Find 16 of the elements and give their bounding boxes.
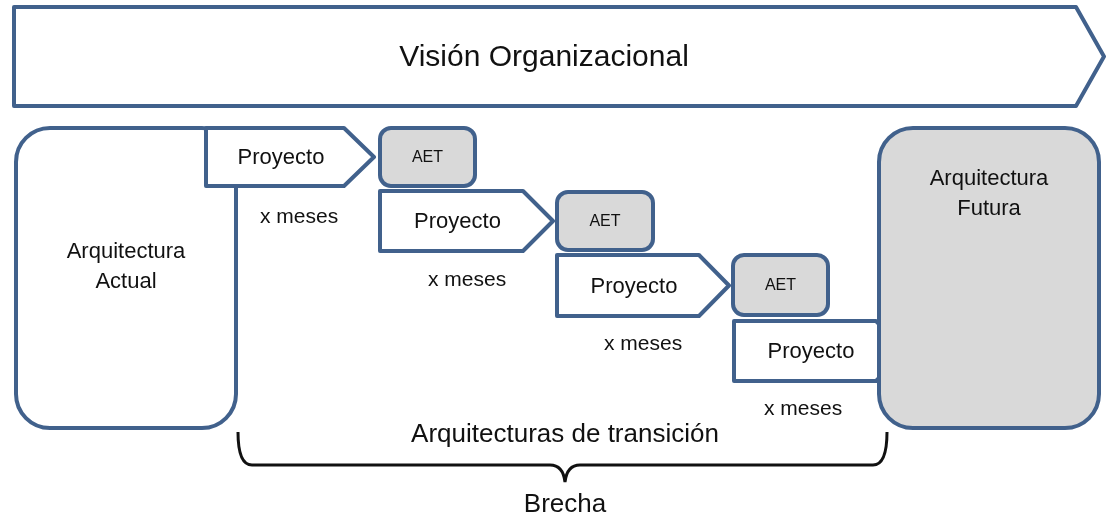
node-label: Proyecto (414, 207, 501, 236)
node-label: Arquitectura Futura (928, 164, 1050, 222)
node-label: Visión Organizacional (399, 38, 689, 75)
duration-label: x meses (428, 267, 507, 291)
duration-label: x meses (604, 331, 683, 355)
node-label: Proyecto (767, 337, 855, 366)
group-label: Arquitecturas de transición (411, 418, 719, 449)
node-label: AET (411, 147, 444, 168)
node-label: Arquitectura Actual (65, 237, 187, 295)
duration-label: x meses (764, 396, 843, 420)
brace-label: Brecha (523, 488, 607, 519)
node-label: AET (589, 211, 621, 232)
duration-label: x meses (260, 204, 339, 228)
node-label: AET (764, 275, 797, 296)
node-label: Proyecto (237, 143, 325, 172)
node-label: Proyecto (590, 271, 678, 300)
